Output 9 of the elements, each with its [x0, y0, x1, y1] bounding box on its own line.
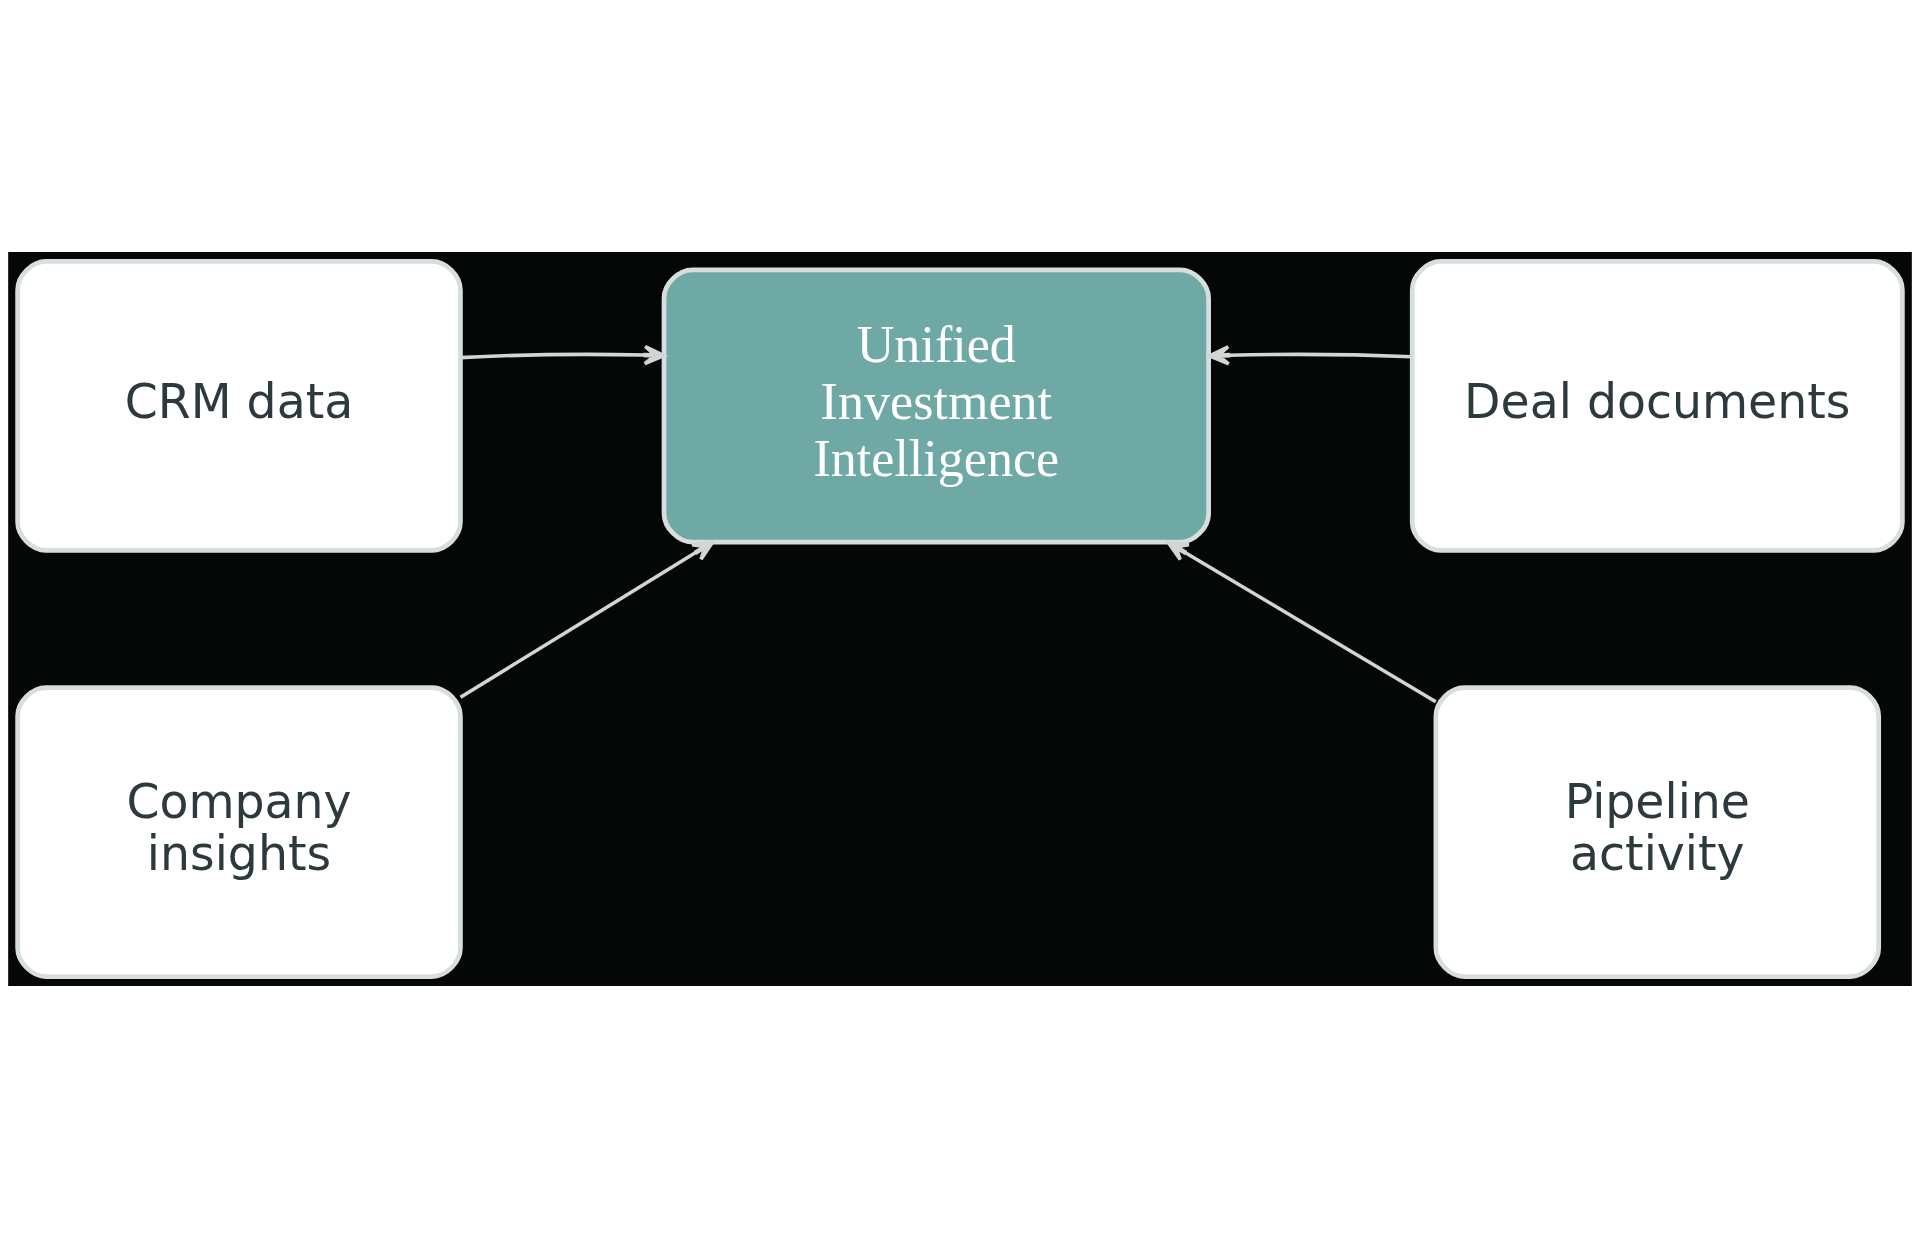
node-box: Pipeline activity — [1433, 685, 1882, 979]
node-box: Deal documents — [1409, 259, 1905, 553]
node-box: Company insights — [15, 685, 463, 979]
arrow — [1207, 344, 1413, 366]
node-box: CRM data — [15, 259, 463, 553]
node-box: Unified Investment Intelligence — [661, 267, 1211, 545]
arrow — [1166, 540, 1437, 704]
arrow — [460, 344, 666, 366]
arrow — [459, 540, 715, 699]
